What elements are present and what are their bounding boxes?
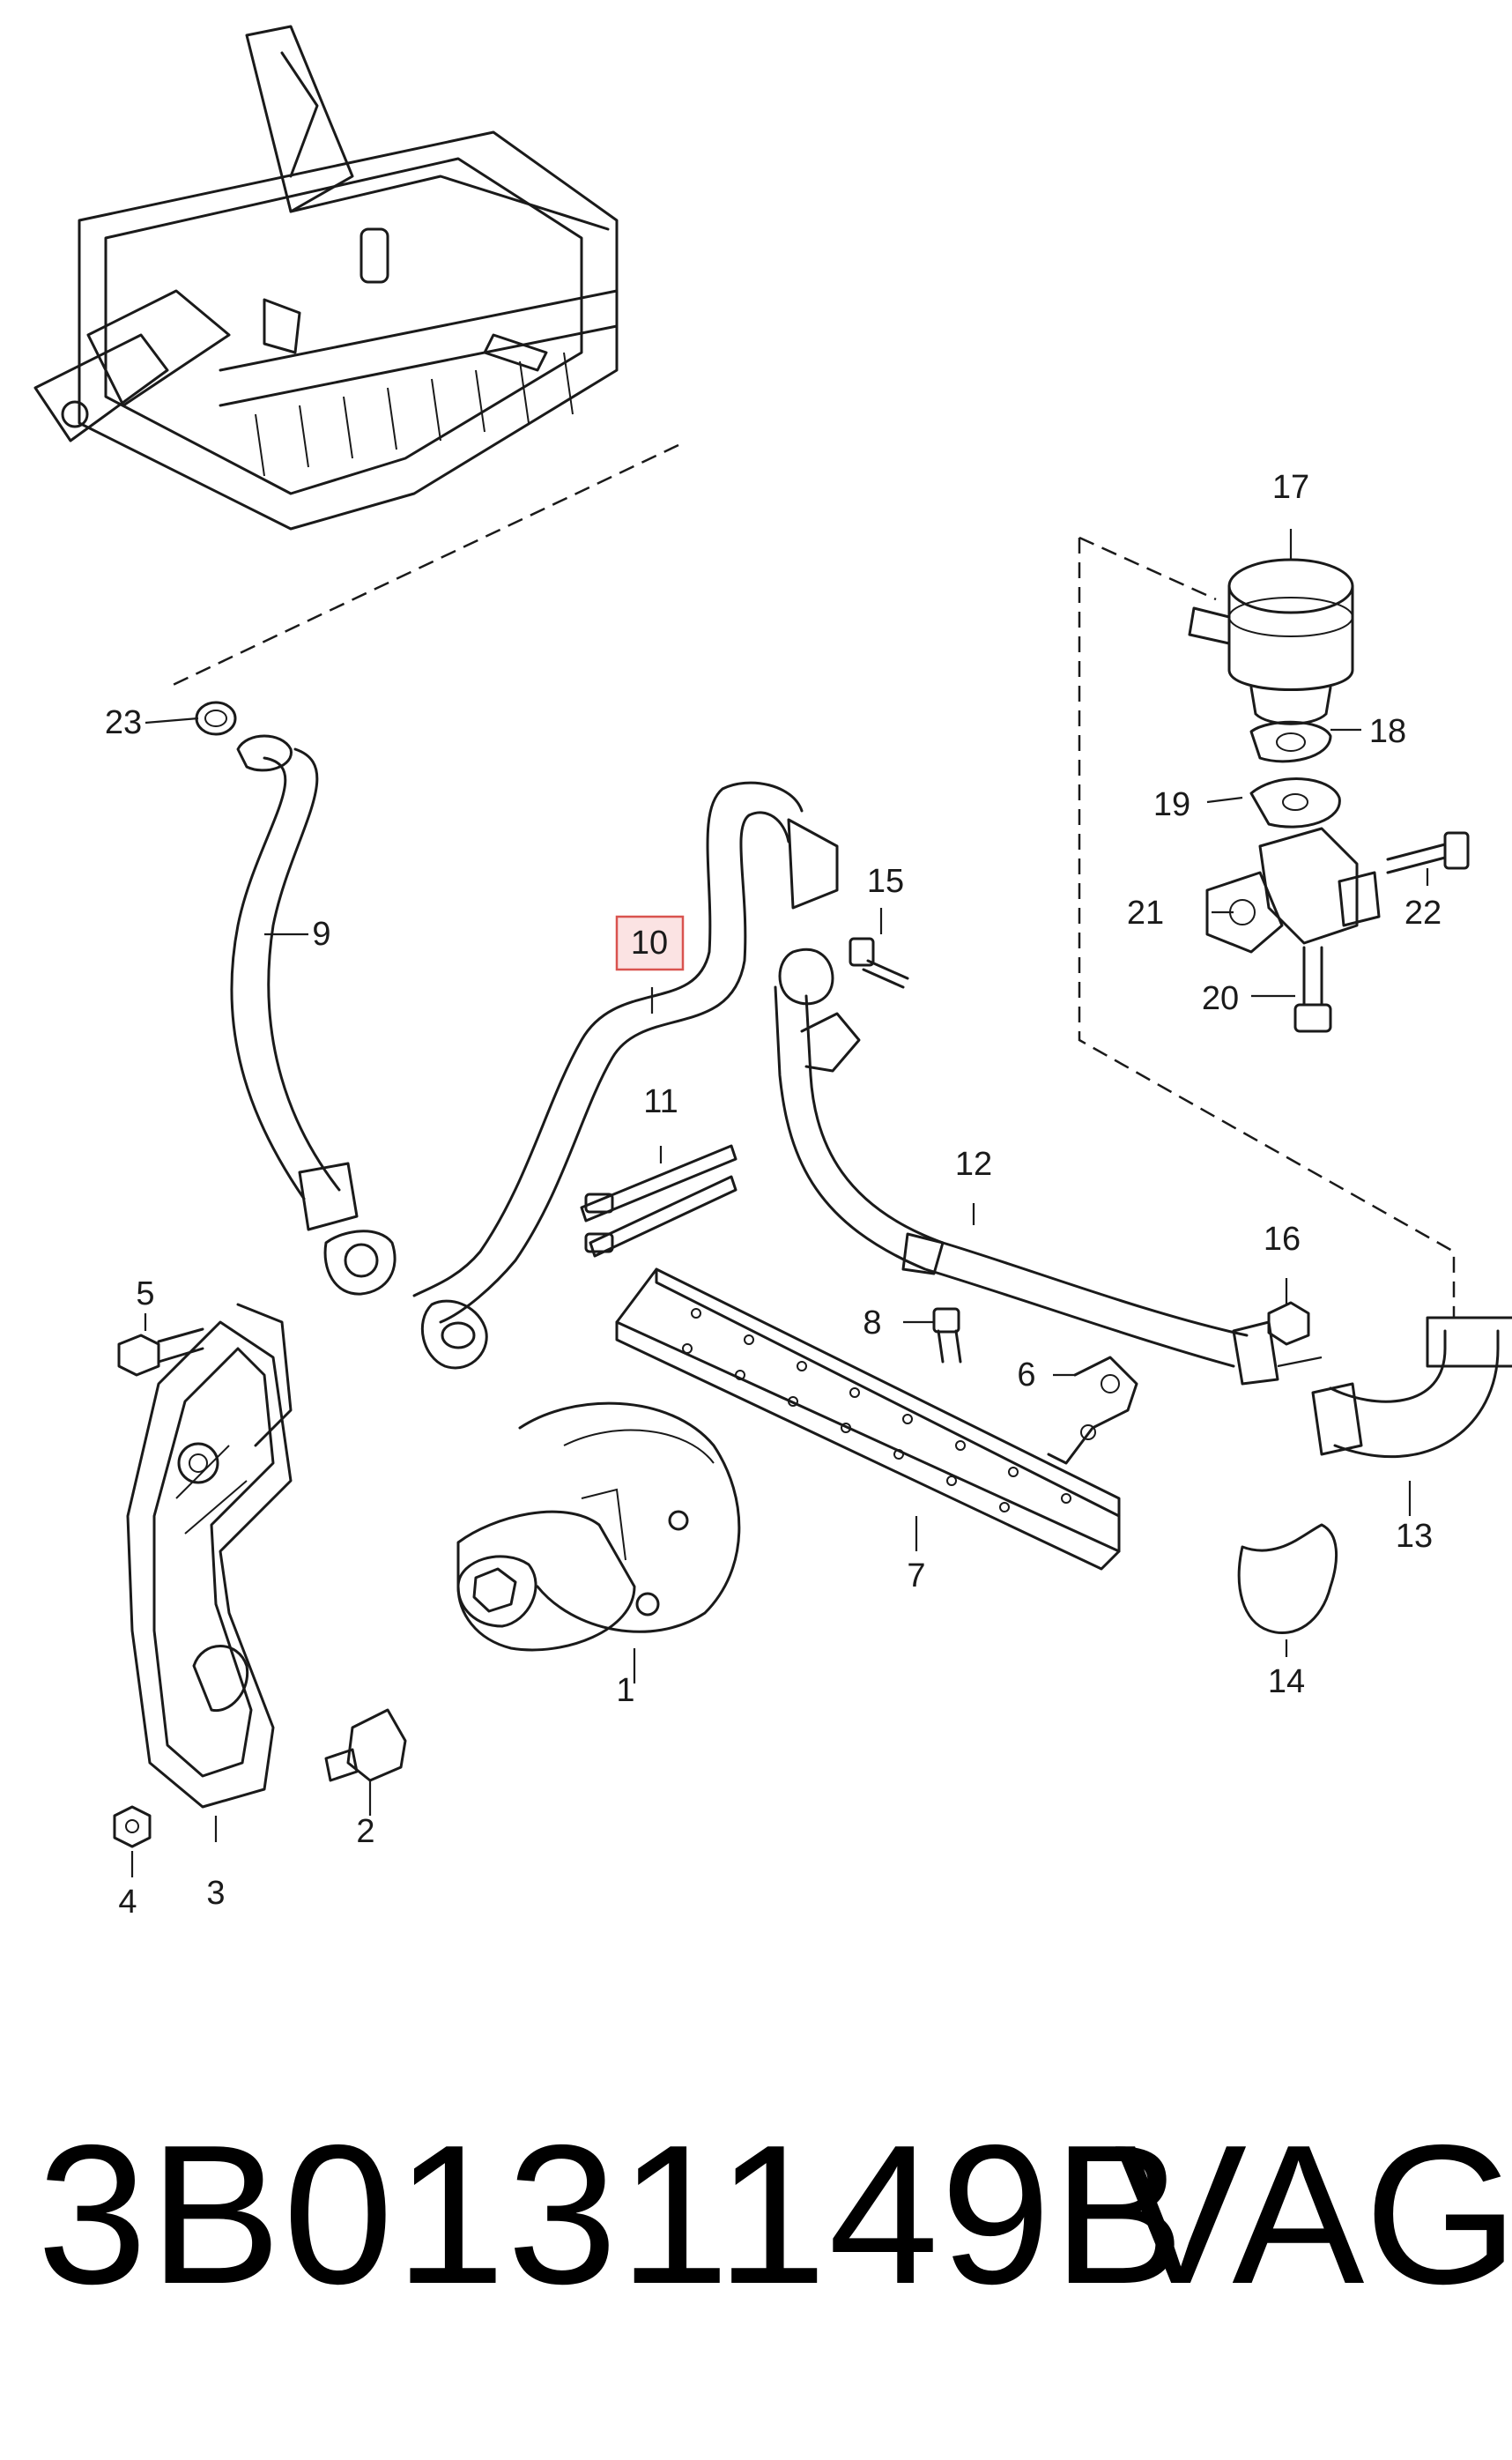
callout-5: 5 — [136, 1275, 154, 1312]
callout-15: 15 — [867, 863, 904, 900]
callout-14: 14 — [1268, 1663, 1305, 1700]
flange-19 — [1249, 777, 1341, 829]
nut-16 — [1267, 1301, 1310, 1346]
callout-13: 13 — [1396, 1518, 1433, 1555]
air-filter-housing — [33, 25, 619, 531]
callout-12: 12 — [955, 1146, 992, 1183]
part-number: 3B0131149B — [37, 2103, 1187, 2325]
callout-19: 19 — [1153, 786, 1190, 823]
bolt-8 — [932, 1307, 962, 1364]
connection-line-valve-top — [1078, 536, 1217, 601]
air-pump-1 — [456, 1401, 741, 1652]
callout-20: 20 — [1202, 980, 1239, 1017]
callout-22: 22 — [1405, 895, 1442, 932]
bracket-6 — [1047, 1356, 1138, 1465]
valve-17 — [1188, 558, 1354, 725]
cable-tie-11 — [580, 1144, 737, 1258]
callout-23: 23 — [105, 704, 142, 741]
hose-10 — [412, 781, 839, 1370]
callout-2: 2 — [356, 1813, 374, 1850]
bolt-15 — [849, 937, 909, 989]
rail-7 — [615, 1267, 1121, 1571]
callout-18: 18 — [1369, 713, 1406, 750]
brand-label: VAG — [1115, 2103, 1512, 2325]
bolt-5 — [117, 1327, 204, 1377]
hose-9 — [230, 734, 397, 1296]
pipe-12 — [774, 948, 1279, 1386]
leader-lines — [130, 529, 1429, 1877]
highlight-box — [615, 915, 685, 971]
callout-11: 11 — [643, 1083, 678, 1120]
callout-8: 8 — [863, 1304, 881, 1341]
callout-21: 21 — [1127, 895, 1164, 932]
bolt-22 — [1386, 831, 1470, 874]
callout-4: 4 — [118, 1884, 137, 1921]
plate-14 — [1237, 1523, 1338, 1635]
sensor-2 — [324, 1708, 407, 1782]
nut-4 — [113, 1805, 152, 1848]
callout-6: 6 — [1017, 1356, 1035, 1394]
gasket-18 — [1249, 720, 1332, 763]
callout-9: 9 — [312, 916, 330, 953]
bolt-20 — [1293, 946, 1332, 1033]
callout-1: 1 — [616, 1672, 634, 1709]
callouts: 1 2 3 4 5 6 7 8 9 10 11 12 13 14 15 16 1… — [105, 469, 1442, 1921]
callout-3: 3 — [206, 1875, 225, 1912]
hose-13 — [1311, 1316, 1512, 1459]
bracket-3 — [126, 1303, 293, 1809]
callout-10: 10 — [631, 925, 668, 962]
connection-line-valve — [1078, 538, 1456, 1318]
clamp-23 — [195, 701, 237, 736]
callout-7: 7 — [907, 1557, 925, 1594]
callout-16: 16 — [1264, 1221, 1301, 1258]
callout-17: 17 — [1272, 469, 1309, 506]
valve-housing-21 — [1205, 827, 1381, 954]
connection-line-filter — [167, 443, 679, 689]
